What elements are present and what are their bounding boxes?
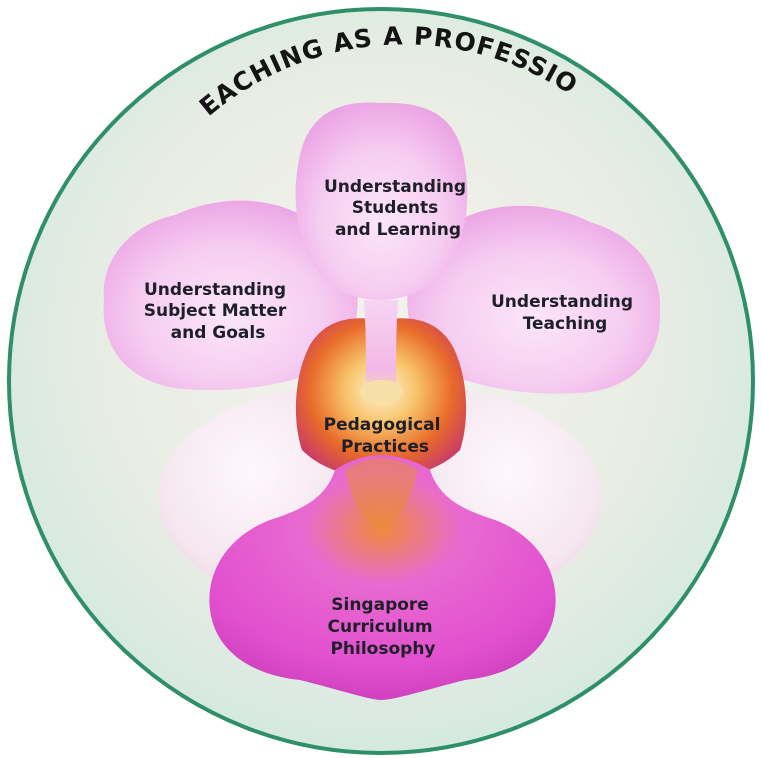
lip-throat-detail [345, 458, 418, 530]
left-petal [103, 200, 358, 391]
label-line: Understanding [491, 292, 633, 312]
label-line: Singapore [331, 595, 429, 615]
column-tip [359, 380, 403, 404]
label-line: Curriculum [328, 617, 433, 637]
top-petal [295, 102, 468, 300]
label-line: Students [352, 198, 439, 218]
right-petal [407, 205, 661, 394]
label-curriculum-philosophy: Singapore Curriculum Philosophy [328, 595, 439, 659]
label-line: Philosophy [330, 639, 435, 659]
label-line: Understanding [144, 280, 286, 300]
lip-petal [209, 455, 556, 700]
flower-column [364, 300, 398, 400]
label-line: Teaching [523, 314, 608, 334]
label-understanding-teaching: Understanding Teaching [491, 292, 639, 334]
label-line: and Goals [171, 323, 266, 343]
label-line: and Learning [335, 220, 461, 240]
label-line: Pedagogical [324, 415, 441, 435]
label-students-learning: Understanding Students and Learning [324, 177, 472, 240]
label-line: Subject Matter [144, 301, 287, 321]
label-line: Practices [341, 437, 429, 457]
label-line: Understanding [324, 177, 466, 197]
label-subject-matter: Understanding Subject Matter and Goals [144, 280, 292, 343]
label-pedagogical-practices: Pedagogical Practices [324, 415, 447, 457]
